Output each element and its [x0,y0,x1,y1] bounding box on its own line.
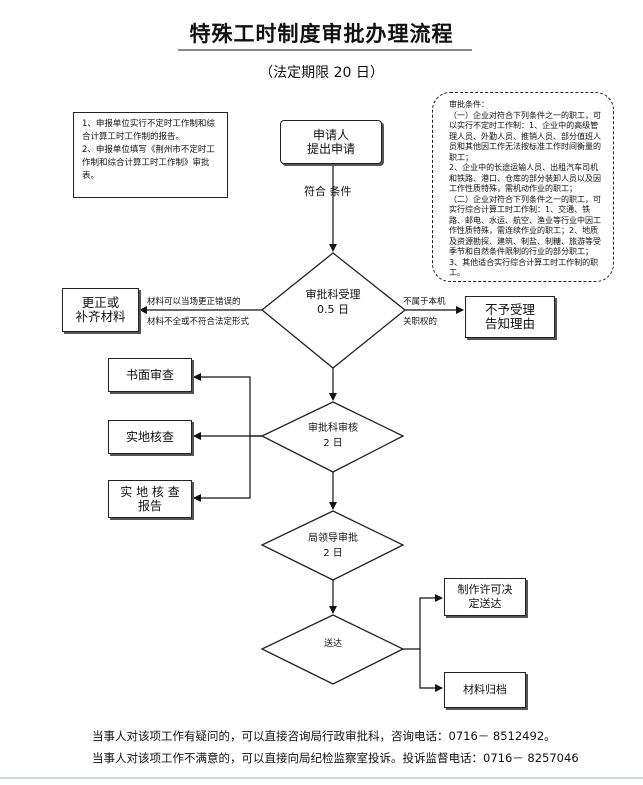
diamond-review-label: 审批科审核 2 日 [308,423,358,449]
diamond-deliver [260,614,405,685]
footer-consult: 当事人对该项工作有疑问的，可以直接咨询局行政审批科，咨询电话：0716－ 851… [92,729,556,743]
conditions-item-1: （一）企业对符合下列条件之一的职工，可以实行不定时工作制：1、企业中的高级管理人… [449,110,601,162]
edge-label-incomplete-2: 材料不全或不符合法定形式 [147,317,250,327]
left-note-line-2: 2、申报单位填写《荆州市不定时工作制和综合计算工时工作制》审批表。 [82,145,215,181]
edge-deliver-archive [419,649,443,692]
node-applicant: 申请人 提出申请 [280,120,382,164]
edge-label-not-scope-1: 不属于本机 [403,297,446,307]
edge-review-written [193,373,262,437]
left-note-box: 1、申报单位实行不定时工作制和综合计算工时工作制的报告。 2、申报单位填写《荆州… [73,112,228,198]
node-onsite-check: 实地核查 [108,420,192,454]
page-title: 特殊工时制度审批办理流程 [189,22,454,46]
conditions-box: 审批条件： （一）企业对符合下列条件之一的职工，可以实行不定时工作制：1、企业中… [432,92,614,282]
edge-deliver-decision [403,594,443,650]
node-written-review: 书面审查 [108,358,192,392]
conditions-heading: 审批条件： [449,100,489,109]
node-onsite-report: 实 地 核 查 报告 [108,480,192,518]
conditions-item-3: （二）企业对符合下列条件之一的职工，可实行综合计算工时工作制：1、交通、铁路、邮… [449,194,601,278]
left-note-line-1: 1、申报单位实行不定时工作制和综合计算工时工作制的报告。 [82,119,215,142]
node-archive: 材料归档 [444,672,526,708]
edge-label-incomplete-1: 材料可以当场更正错误的 [147,297,241,307]
edge-label-meets: 符合 条件 [304,185,352,198]
node-make-decision: 制作许可决 定送达 [444,578,526,616]
page-subtitle: （法定期限 20 日） [259,65,384,81]
conditions-item-2: 2、企业中的长途运输人员、出租汽车司机和铁路、港口、仓库的部分装卸人员以及因工作… [449,163,601,193]
diamond-leader-label: 局领导审批 2 日 [308,533,358,559]
diamond-deliver-label: 送达 [323,639,342,649]
diamond-accept-label: 审批科受理 0.5 日 [305,288,361,316]
footer-complaint: 当事人对该项工作不满意的，可以直接向局纪检监察室投诉。投诉监督电话：0716－ … [92,751,579,765]
node-correct: 更正或 补齐材料 [62,288,139,332]
node-reject: 不予受理 告知理由 [465,296,555,338]
edge-label-not-scope-2: 关职权的 [403,317,438,327]
edge-review-report [193,436,251,502]
